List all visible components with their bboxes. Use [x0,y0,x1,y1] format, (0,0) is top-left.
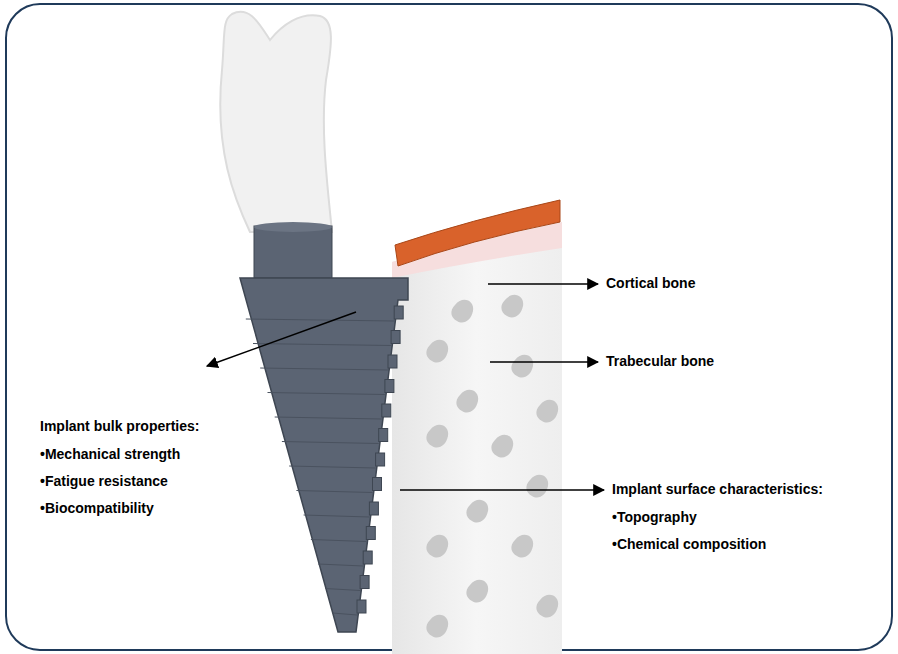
thread-line [325,589,360,591]
abutment-top [254,222,332,232]
cortical-bone [395,200,560,266]
thread [379,429,388,442]
thread [363,551,372,564]
thread-line [333,613,357,615]
callout-label: •Biocompatibility [40,500,154,517]
thread-line [296,491,372,493]
pore [426,615,448,638]
pore [466,500,488,523]
thread-line [253,344,391,346]
pore [511,355,533,378]
pore [536,400,558,423]
thread [373,478,382,491]
thread-line [275,417,382,419]
thread-line [282,442,379,444]
thread [382,404,391,417]
pore [456,390,478,413]
callout-label: •Fatigue resistance [40,473,168,490]
callout-label: Cortical bone [606,275,695,292]
thread [360,576,369,589]
callout-label: •Topography [612,509,697,526]
pore [426,535,448,558]
pore [466,580,488,603]
pore [491,435,513,458]
thread [376,453,385,466]
trabecular-pores [426,295,558,638]
leader-arrow [490,361,598,363]
thread-line [246,319,394,321]
thread [357,600,366,613]
thread-line [289,466,375,468]
pore [451,300,473,323]
crown [220,12,332,232]
leader-arrow [488,283,598,285]
thread-line [268,393,385,395]
callout-label: Trabecular bone [606,353,714,370]
implant-body [240,278,408,632]
thread [369,502,378,515]
pore [526,475,548,498]
thread-line [318,564,363,566]
thread [394,306,403,319]
thread [391,331,400,344]
trabecular-bone [392,222,562,654]
pore [511,535,533,558]
callout-label: •Chemical composition [612,536,766,553]
thread-line [311,540,366,542]
abutment [254,226,332,278]
pore [426,340,448,363]
callout-label: •Mechanical strength [40,446,180,463]
pore [501,295,523,318]
pore [426,425,448,448]
thread-line [260,368,388,370]
leader-arrow [400,489,604,491]
callout-label: Implant surface characteristics: [612,481,823,498]
implant-threads [246,306,403,615]
callout-label: Implant bulk properties: [40,418,199,435]
thread [385,380,394,393]
thread-line [304,515,370,517]
leader-arrow [207,312,356,366]
pore [536,595,558,618]
thread [388,355,397,368]
thread [366,527,375,540]
